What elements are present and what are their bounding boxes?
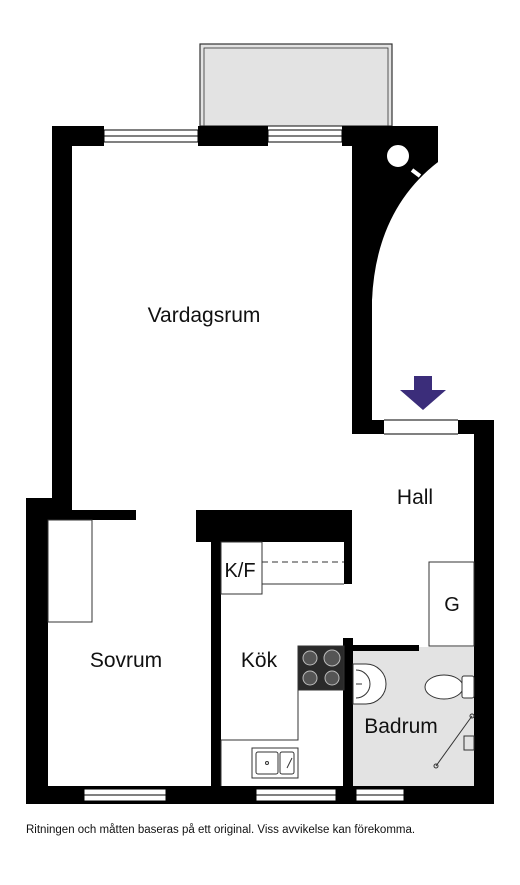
shower-icon <box>433 713 475 769</box>
room-label-vardagsrum: Vardagsrum <box>148 304 261 327</box>
entrance <box>384 419 458 435</box>
entrance-arrow-icon <box>400 376 446 410</box>
sink-icon <box>251 747 299 779</box>
room-label-kok: Kök <box>241 649 278 672</box>
column-icon <box>385 143 411 169</box>
kitchen-counter <box>220 645 345 786</box>
fridge-freezer <box>220 541 344 595</box>
sovrum-wardrobe <box>47 519 93 623</box>
stove-icon <box>302 649 341 686</box>
disclaimer-text: Ritningen och måtten baseras på ett orig… <box>26 824 416 836</box>
hall-closet <box>428 561 475 647</box>
toilet-icon <box>424 674 475 700</box>
label-kf: K/F <box>224 560 255 582</box>
room-label-badrum: Badrum <box>364 715 438 738</box>
room-label-hall: Hall <box>397 486 433 509</box>
washbasin-icon <box>352 663 387 705</box>
room-label-sovrum: Sovrum <box>90 649 162 672</box>
balcony <box>199 43 393 127</box>
label-garderob: G <box>444 594 460 616</box>
windows <box>83 129 405 802</box>
